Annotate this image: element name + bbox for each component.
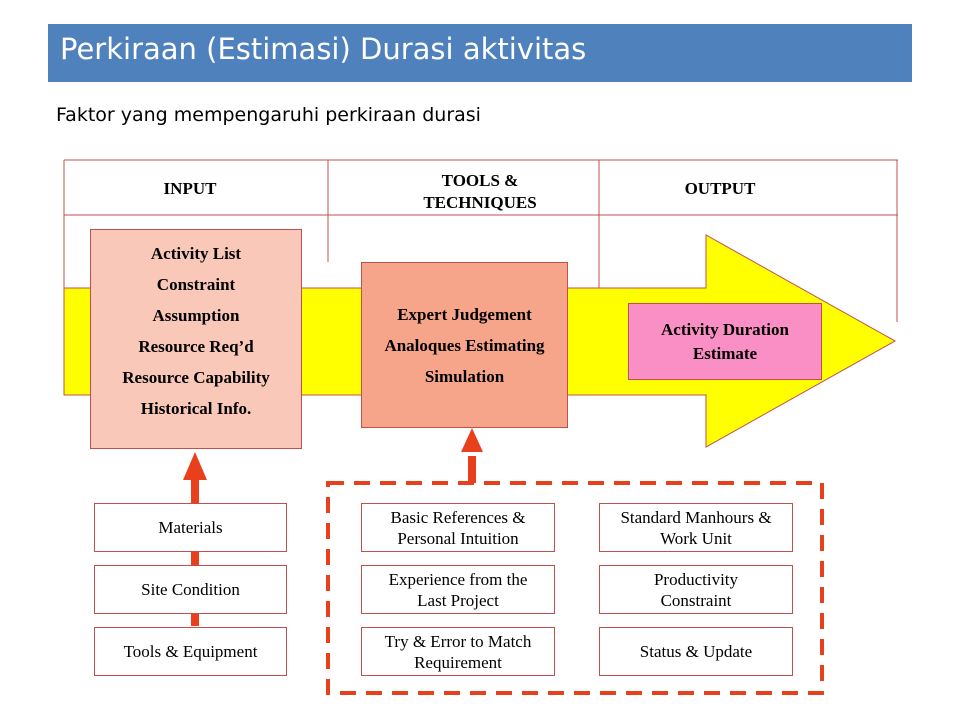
tool-factor-line: Try & Error to Match	[384, 631, 532, 651]
tool-factor-try-error: Try & Error to Match Requirement	[361, 627, 555, 676]
input-item: Constraint	[156, 275, 236, 294]
output-box: Activity Duration Estimate	[628, 303, 822, 380]
tools-item: Simulation	[424, 366, 505, 386]
tool-factor-line: Standard Manhours &	[620, 507, 772, 527]
input-connector-arrowhead	[183, 452, 207, 480]
input-box: Activity List Constraint Assumption Reso…	[90, 229, 302, 449]
tool-factor-line: Status & Update	[639, 642, 753, 661]
tool-factor-standard-manhours: Standard Manhours & Work Unit	[599, 503, 793, 552]
output-item: Estimate	[692, 343, 758, 363]
input-item: Resource Req’d	[138, 337, 254, 356]
column-header-tools: TOOLS & TECHNIQUES	[380, 170, 580, 214]
column-header-input: INPUT	[163, 179, 217, 198]
tools-item: Analoques Estimating	[384, 335, 545, 355]
input-factor-label: Materials	[158, 518, 223, 537]
tools-box: Expert Judgement Analoques Estimating Si…	[361, 262, 568, 428]
column-header-tools-line2: TECHNIQUES	[423, 193, 537, 212]
tool-factor-line: Basic References &	[390, 507, 526, 527]
tool-factor-line: Work Unit	[660, 528, 732, 548]
input-factor-label: Site Condition	[141, 580, 240, 599]
input-factor-tools-equipment: Tools & Equipment	[94, 627, 287, 676]
tool-factor-experience: Experience from the Last Project	[361, 565, 555, 614]
title-bar: Perkiraan (Estimasi) Durasi aktivitas	[48, 24, 912, 82]
tool-factor-status-update: Status & Update	[599, 627, 793, 676]
column-header-output: OUTPUT	[684, 179, 756, 198]
tool-factor-basic-references: Basic References & Personal Intuition	[361, 503, 555, 552]
column-header-tools-line1: TOOLS &	[441, 171, 519, 190]
output-item: Activity Duration	[661, 319, 789, 339]
tools-item: Expert Judgement	[397, 304, 532, 324]
tools-connector-arrowhead	[461, 428, 483, 452]
input-item: Resource Capability	[122, 368, 270, 387]
page-subtitle: Faktor yang mempengaruhi perkiraan duras…	[56, 104, 481, 126]
input-factor-site-condition: Site Condition	[94, 565, 287, 614]
tool-factor-line: Constraint	[660, 590, 732, 610]
input-factor-materials: Materials	[94, 503, 287, 552]
tool-factor-line: Experience from the	[388, 569, 528, 589]
tool-factor-line: Productivity	[653, 569, 739, 589]
input-factor-label: Tools & Equipment	[123, 642, 258, 661]
page-title: Perkiraan (Estimasi) Durasi aktivitas	[60, 32, 587, 66]
tool-factors-frame	[326, 481, 824, 695]
input-item: Historical Info.	[140, 399, 252, 418]
tool-factor-line: Requirement	[414, 652, 502, 672]
tool-factor-line: Last Project	[417, 590, 499, 610]
input-item: Assumption	[152, 306, 240, 325]
input-item: Activity List	[150, 244, 242, 263]
tool-factor-line: Personal Intuition	[397, 528, 519, 548]
tool-factor-productivity: Productivity Constraint	[599, 565, 793, 614]
